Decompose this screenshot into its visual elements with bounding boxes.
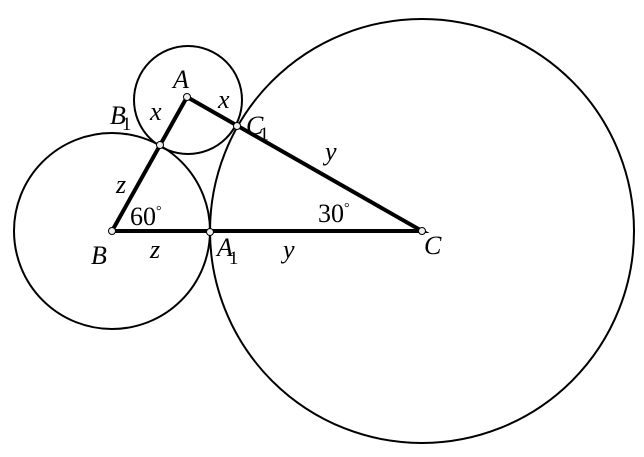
point-b	[108, 227, 116, 235]
label-segment-bb1: z	[115, 170, 126, 199]
triangle-abc	[108, 94, 430, 233]
label-a: A	[171, 65, 189, 94]
circle-center-a	[133, 45, 243, 155]
label-c: C	[424, 231, 442, 260]
label-segment-ba1: z	[149, 235, 160, 264]
point-b1	[156, 141, 164, 149]
angle-label-c: 30°	[318, 199, 350, 228]
label-b1: B1	[110, 101, 131, 135]
label-a1: A1	[215, 233, 238, 269]
label-c1: C1	[246, 111, 269, 145]
label-segment-ac1: x	[217, 85, 230, 114]
point-c1	[233, 122, 241, 130]
angle-label-b: 60°	[130, 202, 162, 231]
label-b: B	[91, 241, 107, 270]
point-c	[418, 227, 426, 235]
point-a	[183, 93, 191, 101]
label-segment-ab1: x	[149, 97, 162, 126]
label-segment-cc1: y	[322, 137, 337, 166]
label-segment-ca1: y	[280, 235, 295, 264]
point-a1	[206, 228, 214, 236]
